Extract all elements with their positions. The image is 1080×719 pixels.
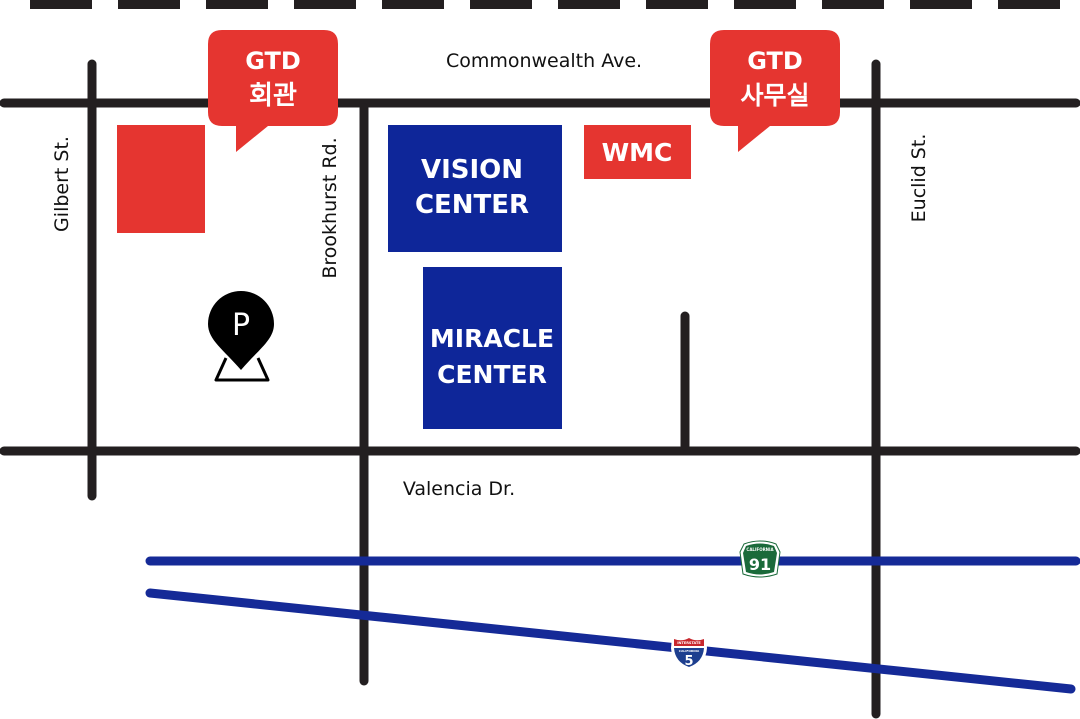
callout-gtd-office-line1: GTD xyxy=(747,47,803,75)
callout-gtd-office-line2: 사무실 xyxy=(740,81,809,110)
street-label-euclid: Euclid St. xyxy=(908,134,930,223)
callout-bubble xyxy=(710,30,840,152)
ca-91-top-text: CALIFORNIA xyxy=(746,547,774,552)
vision-center-building: VISION CENTER xyxy=(388,125,562,252)
gtd-hall-building xyxy=(117,125,205,233)
miracle-center-line1: MIRACLE xyxy=(430,324,554,353)
parking-letter: P xyxy=(232,308,250,343)
i-5-sub-text: CALIFORNIA xyxy=(679,649,700,653)
street-label-brookhurst: Brookhurst Rd. xyxy=(319,137,341,278)
street-label-commonwealth: Commonwealth Ave. xyxy=(446,50,642,72)
freeway-5 xyxy=(145,588,1076,694)
miracle-center-line2: CENTER xyxy=(437,360,547,389)
parking-marker[interactable]: P xyxy=(208,291,274,382)
wmc-building: WMC xyxy=(584,125,691,179)
street-label-gilbert: Gilbert St. xyxy=(51,136,73,232)
vision-center-line1: VISION xyxy=(421,155,523,185)
interstate-5-shield-icon: INTERSTATE CALIFORNIA 5 xyxy=(671,636,707,670)
callout-bubble xyxy=(208,30,338,152)
callout-gtd-hall[interactable]: GTD 회관 xyxy=(208,30,338,152)
street-label-valencia: Valencia Dr. xyxy=(403,478,515,500)
roads xyxy=(0,59,1080,719)
parking-base-icon xyxy=(214,357,270,382)
ca-91-number: 91 xyxy=(749,555,771,574)
i-5-top-text: INTERSTATE xyxy=(677,641,701,645)
i-5-number: 5 xyxy=(684,654,693,669)
callout-gtd-hall-line1: GTD xyxy=(245,47,301,75)
map-pin-icon xyxy=(208,291,274,370)
callout-gtd-office[interactable]: GTD 사무실 xyxy=(710,30,840,152)
vision-center-line2: CENTER xyxy=(415,190,529,220)
wmc-label: WMC xyxy=(602,138,673,167)
ca-91-shield-icon: CALIFORNIA 91 xyxy=(739,540,781,578)
miracle-center-building: MIRACLE CENTER xyxy=(423,267,562,429)
callout-gtd-hall-line2: 회관 xyxy=(249,81,297,111)
